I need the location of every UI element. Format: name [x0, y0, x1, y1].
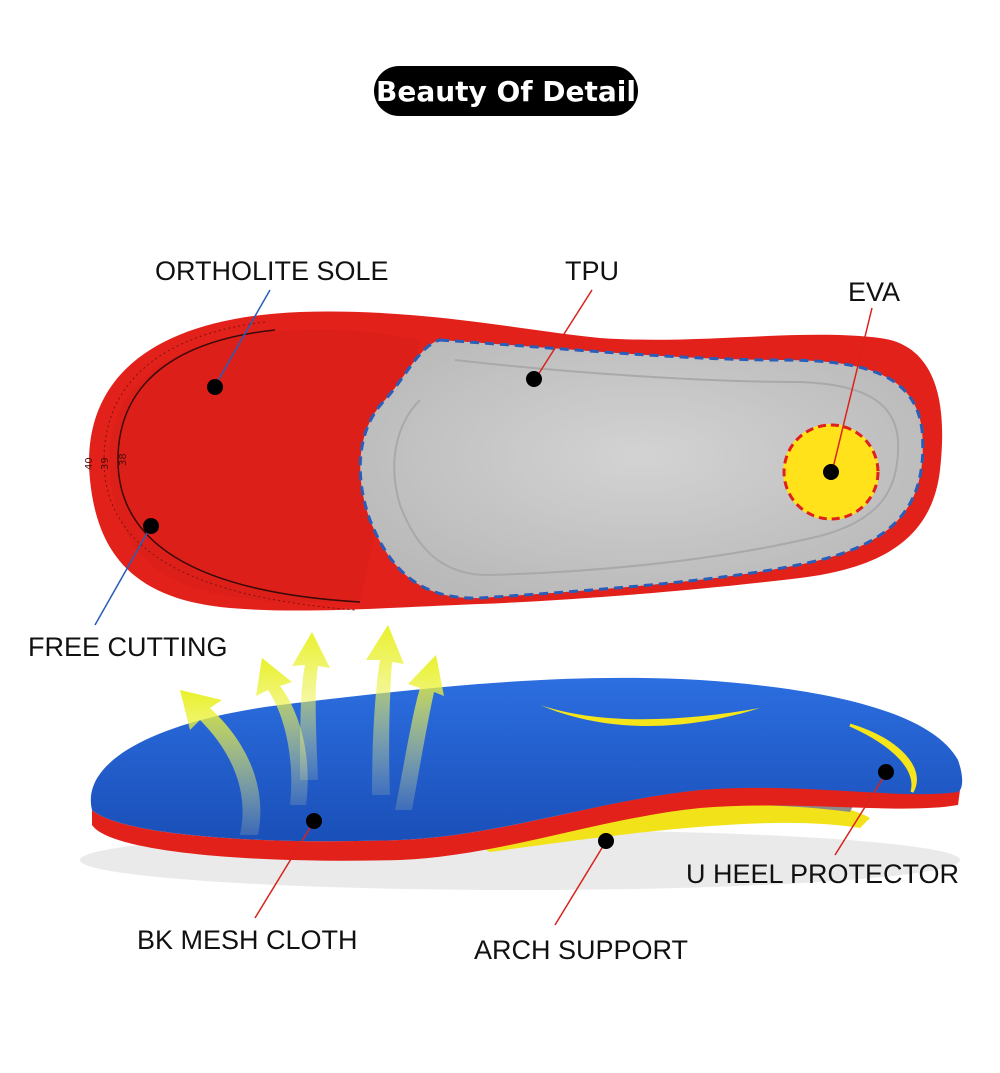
red-foam-edge: [92, 787, 960, 861]
airflow-arrow-4: [366, 625, 404, 795]
marker-ortholite: [207, 379, 223, 395]
marker-arch-support: [598, 833, 614, 849]
title-badge: Beauty Of Detail: [374, 66, 638, 116]
marker-eva: [823, 464, 839, 480]
tpu-shell: [360, 340, 923, 599]
leader-free-cutting: [94, 527, 151, 626]
yellow-stripe-mid: [540, 705, 760, 727]
marker-bk-mesh: [306, 813, 322, 829]
eva-dashed-ring: [782, 423, 880, 521]
marker-tpu: [526, 371, 542, 387]
label-ortholite-sole: ORTHOLITE SOLE: [155, 256, 389, 286]
yellow-stripe-heel: [849, 723, 917, 793]
tpu-dashed-outline: [358, 338, 925, 600]
airflow-arrows: [180, 625, 444, 835]
tpu-inner-ridge: [393, 359, 900, 577]
label-arch-support: ARCH SUPPORT: [474, 935, 689, 965]
marker-u-heel: [878, 764, 894, 780]
top-insole: 40 39 38: [84, 311, 943, 611]
size-mark-38: 38: [118, 453, 129, 466]
size-marks: 40 39 38: [84, 453, 129, 470]
leader-tpu: [535, 289, 593, 379]
page-title: Beauty Of Detail: [376, 74, 636, 108]
label-free-cutting: FREE CUTTING: [28, 632, 228, 662]
marker-free-cutting: [143, 518, 159, 534]
label-tpu: TPU: [565, 256, 619, 286]
leader-u-heel: [834, 774, 886, 856]
leader-ortholite: [214, 289, 271, 387]
callouts: [94, 289, 894, 926]
size-mark-39: 39: [100, 457, 111, 470]
trim-line: [117, 329, 361, 603]
size-mark-40: 40: [84, 457, 95, 470]
label-bk-mesh-cloth: BK MESH CLOTH: [137, 925, 358, 955]
label-eva: EVA: [848, 277, 901, 307]
airflow-arrow-3: [292, 632, 330, 780]
label-u-heel-protector: U HEEL PROTECTOR: [686, 859, 960, 889]
airflow-arrow-1: [180, 690, 261, 835]
airflow-arrow-5: [395, 655, 444, 810]
trim-line-2: [103, 321, 356, 611]
leader-arch-support: [554, 842, 606, 926]
sole-shade: [109, 329, 420, 603]
arch-yellow-layer: [470, 798, 870, 852]
leader-eva: [831, 307, 873, 473]
leader-bk-mesh: [254, 822, 314, 919]
airflow-arrow-2: [256, 658, 308, 805]
